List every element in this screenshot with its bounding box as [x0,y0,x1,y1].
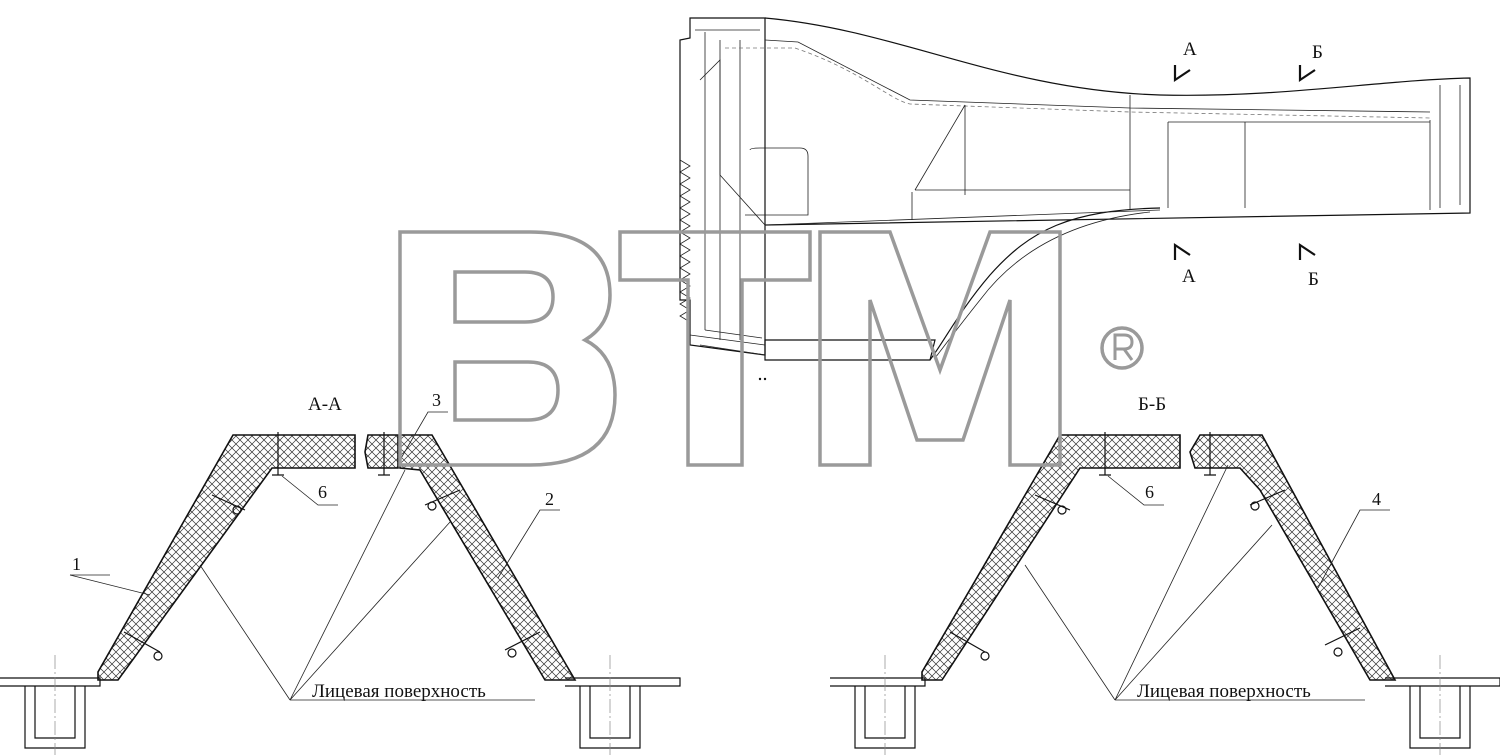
callout-6: 6 [318,482,327,502]
face-label-bb: Лицевая поверхность [1137,681,1311,702]
cut-label-a-top: А [1183,39,1197,60]
bolt [123,432,541,661]
bolt [949,432,1361,661]
callout-2: 2 [545,489,554,509]
cut-label-b-bottom: Б [1308,269,1319,290]
face-label-aa: Лицевая поверхность [312,681,486,702]
callout-1: 1 [72,554,81,574]
section-aa: А-А 1 2 3 6 Ли [0,390,681,755]
cut-label-a-bottom: А [1182,266,1196,287]
section-bb: Б-Б 4 6 Лицевая поверхность [830,394,1500,755]
callout-6-bb: 6 [1145,482,1154,502]
cut-label-b-top: Б [1312,42,1323,63]
callout-4: 4 [1372,489,1381,509]
side-view: А Б А Б [679,17,1471,382]
section-aa-title: А-А [308,394,342,415]
watermark-logo [398,230,1144,467]
section-bb-title: Б-Б [1138,394,1166,415]
callout-3: 3 [432,390,441,410]
